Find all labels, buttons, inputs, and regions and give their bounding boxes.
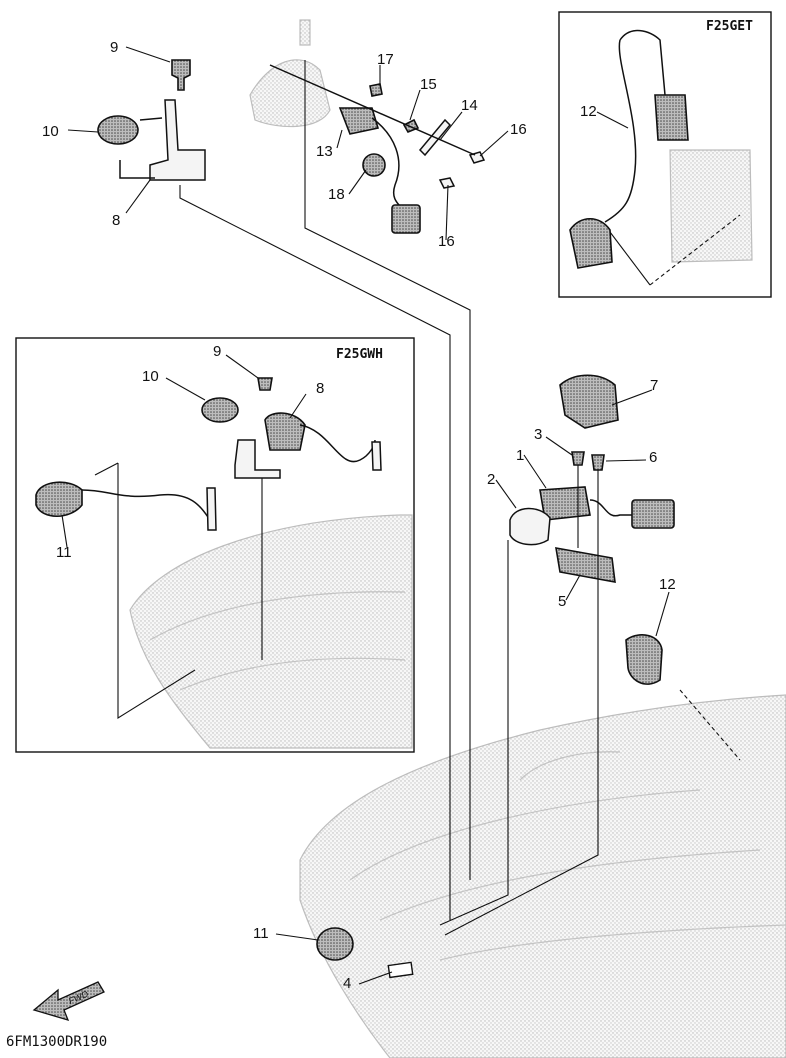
callout-2: 2 [487, 471, 495, 488]
routing-lines [179, 60, 471, 920]
callout-10: 10 [42, 123, 59, 140]
sensor-cluster-right [439, 374, 741, 936]
callout-13: 13 [316, 143, 333, 160]
inset-f25get: F25GET [558, 11, 772, 298]
callout-11-inset: 11 [56, 544, 72, 561]
inset-title-left: F25GWH [336, 347, 383, 362]
callout-15: 15 [420, 76, 437, 93]
callout-16a: 16 [510, 121, 527, 138]
callout-7: 7 [650, 377, 658, 394]
callout-9: 9 [110, 39, 118, 56]
callout-17: 17 [377, 51, 394, 68]
callout-12: 12 [659, 576, 676, 593]
bracket-ghost-top [249, 19, 331, 128]
callout-14: 14 [461, 97, 478, 114]
callout-5: 5 [558, 593, 566, 610]
callout-12-inset: 12 [580, 103, 597, 120]
callout-6: 6 [649, 449, 657, 466]
callout-4: 4 [343, 975, 351, 992]
callout-8: 8 [112, 212, 120, 229]
bracket-assembly-top-left [97, 59, 206, 181]
engine-cover-ghost [299, 694, 786, 1058]
callout-1: 1 [516, 447, 524, 464]
callout-8-inset: 8 [316, 380, 324, 397]
diagram-reference-code: 6FM1300DR190 [6, 1034, 107, 1050]
cap-and-label-bottom [316, 927, 414, 979]
callout-18: 18 [328, 186, 345, 203]
callout-labels: 9 10 8 17 15 14 16 13 18 16 12 9 10 8 11… [42, 39, 676, 992]
inset-frame-top-right [558, 11, 772, 298]
inset-f25gwh: F25GWH [15, 337, 415, 753]
forward-arrow-icon: FWD [32, 981, 105, 1022]
inset-title-top-right: F25GET [706, 19, 753, 34]
callout-16b: 16 [438, 233, 455, 250]
callout-3: 3 [534, 426, 542, 443]
callout-11: 11 [253, 925, 269, 942]
callout-9-inset: 9 [213, 343, 221, 360]
leader-lines [61, 46, 670, 985]
inset-frame-left [15, 337, 415, 753]
switch-assembly-top [269, 64, 486, 234]
callout-10-inset: 10 [142, 368, 159, 385]
